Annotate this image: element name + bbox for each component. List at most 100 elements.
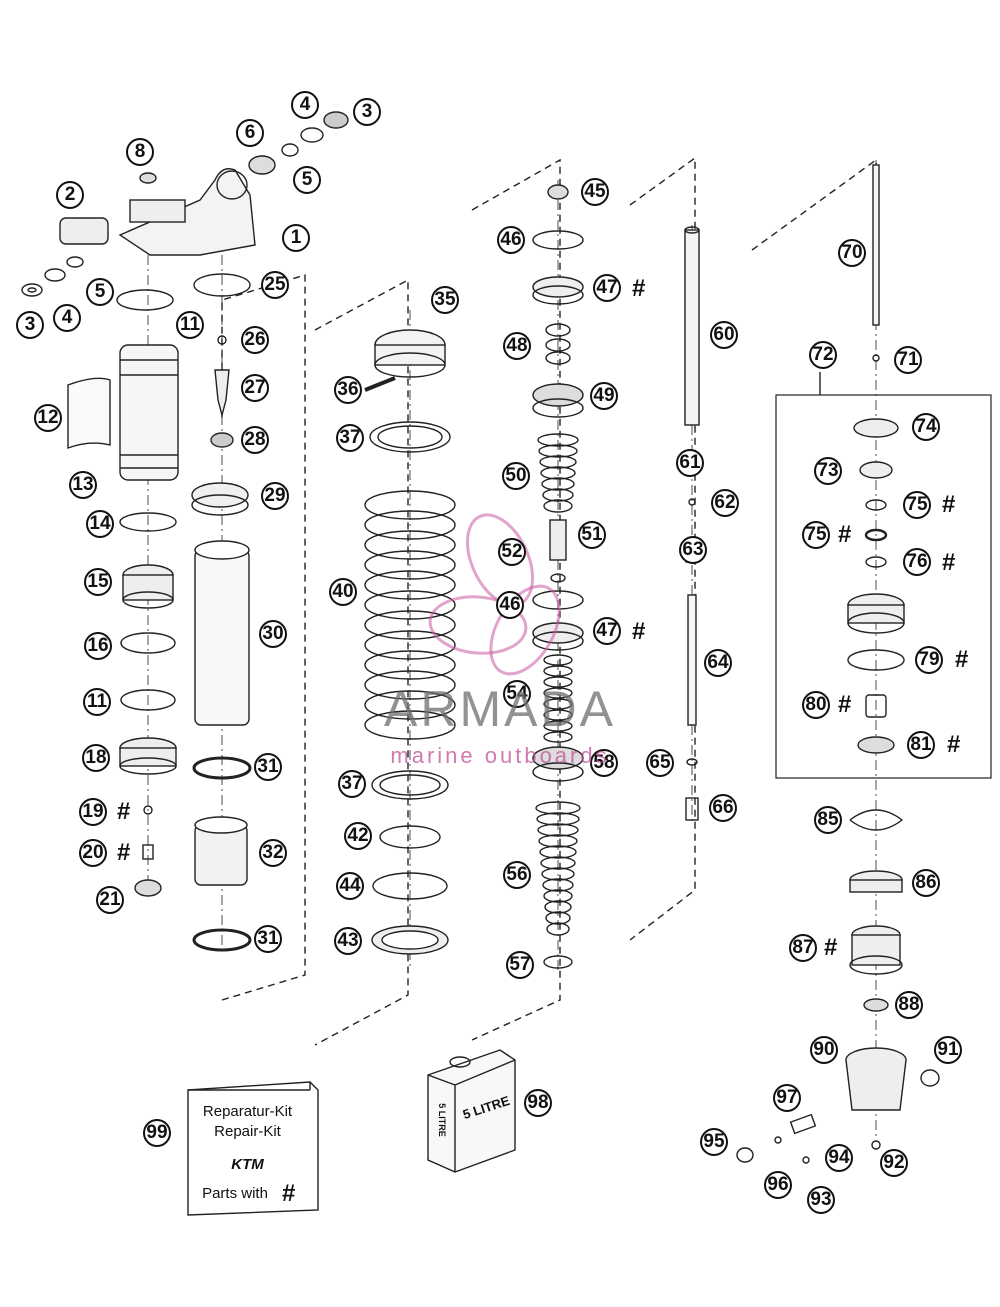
spring-coil xyxy=(364,670,456,700)
part-callout-21: 21 xyxy=(96,886,124,914)
part-callout-81: 81 xyxy=(907,731,935,759)
shim xyxy=(535,801,581,815)
spring-coil xyxy=(364,490,456,520)
spring-coil xyxy=(364,690,456,720)
part-callout-85: 85 xyxy=(814,806,842,834)
part-callout-2: 2 xyxy=(56,181,84,209)
part-callout-6: 6 xyxy=(236,119,264,147)
part-callout-27: 27 xyxy=(241,374,269,402)
shim xyxy=(539,845,577,859)
part-callout-60: 60 xyxy=(710,321,738,349)
shim xyxy=(537,823,579,837)
repair-kit-line2: Repair-Kit xyxy=(214,1123,281,1140)
part-callout-88: 88 xyxy=(895,991,923,1019)
oil-can-side-label: 5 LITRE xyxy=(436,1103,447,1137)
shim xyxy=(543,731,573,743)
part-callout-62: 62 xyxy=(711,489,739,517)
part-callout-64: 64 xyxy=(704,649,732,677)
shim xyxy=(544,900,572,914)
part-callout-63: 63 xyxy=(679,536,707,564)
shim xyxy=(545,911,571,925)
spring-coil xyxy=(364,630,456,660)
part-callout-79: 79 xyxy=(915,646,943,674)
shim xyxy=(543,720,573,732)
part-callout-36: 36 xyxy=(334,376,362,404)
hash-marker: # xyxy=(838,521,852,548)
part-callout-29: 29 xyxy=(261,482,289,510)
part-callout-93: 93 xyxy=(807,1186,835,1214)
part-callout-13: 13 xyxy=(69,471,97,499)
section-frame-spring xyxy=(314,278,409,1046)
hash-marker: # xyxy=(117,839,131,866)
shim xyxy=(543,654,573,666)
part-callout-3: 3 xyxy=(353,98,381,126)
part-callout-98: 98 xyxy=(524,1089,552,1117)
part-callout-76: 76 xyxy=(903,548,931,576)
part-callout-73: 73 xyxy=(814,457,842,485)
part-callout-54: 54 xyxy=(503,680,531,708)
part-callout-86: 86 xyxy=(912,869,940,897)
part-callout-94: 94 xyxy=(825,1144,853,1172)
part-callout-45: 45 xyxy=(581,178,609,206)
shim xyxy=(541,867,575,881)
part-callout-92: 92 xyxy=(880,1149,908,1177)
part-callout-37: 37 xyxy=(338,770,366,798)
part-callout-47: 47 xyxy=(593,274,621,302)
part-callout-15: 15 xyxy=(84,568,112,596)
part-callout-90: 90 xyxy=(810,1036,838,1064)
spring-coil xyxy=(364,570,456,600)
part-callout-75: 75 xyxy=(903,491,931,519)
spring-coil xyxy=(364,610,456,640)
section-frame-middle xyxy=(471,158,561,1041)
part-callout-49: 49 xyxy=(590,382,618,410)
shim xyxy=(537,433,579,447)
part-callout-26: 26 xyxy=(241,326,269,354)
part-callout-95: 95 xyxy=(700,1128,728,1156)
part-callout-42: 42 xyxy=(344,822,372,850)
part-callout-96: 96 xyxy=(764,1171,792,1199)
part-callout-4: 4 xyxy=(291,91,319,119)
part-callout-19: 19 xyxy=(79,798,107,826)
section-frame-rod xyxy=(629,156,696,941)
part-callout-58: 58 xyxy=(590,749,618,777)
part-callout-46: 46 xyxy=(496,591,524,619)
hash-marker: # xyxy=(824,934,838,961)
part-callout-57: 57 xyxy=(506,951,534,979)
watermark-subtitle: marine outboards xyxy=(390,743,610,768)
part-callout-48: 48 xyxy=(503,332,531,360)
part-callout-5: 5 xyxy=(293,166,321,194)
repair-kit-line1: Reparatur-Kit xyxy=(202,1103,293,1120)
shock-body-head xyxy=(118,168,256,256)
hash-marker: # xyxy=(117,798,131,825)
part-callout-71: 71 xyxy=(894,346,922,374)
shim xyxy=(540,856,576,870)
shim xyxy=(543,676,573,688)
part-callout-4: 4 xyxy=(53,304,81,332)
part-callout-72: 72 xyxy=(809,341,837,369)
shim xyxy=(538,834,578,848)
part-callout-8: 8 xyxy=(126,138,154,166)
repair-kit-parts-text: Parts with xyxy=(202,1185,268,1202)
part-callout-46: 46 xyxy=(497,226,525,254)
ktm-logo: KTM xyxy=(231,1156,264,1173)
part-callout-52: 52 xyxy=(498,538,526,566)
part-callout-37: 37 xyxy=(336,424,364,452)
shim xyxy=(543,499,573,513)
part-callout-56: 56 xyxy=(503,861,531,889)
part-callout-5: 5 xyxy=(86,278,114,306)
part-callout-74: 74 xyxy=(912,413,940,441)
part-callout-97: 97 xyxy=(773,1084,801,1112)
part-callout-31: 31 xyxy=(254,925,282,953)
part-callout-28: 28 xyxy=(241,426,269,454)
spring-coil xyxy=(364,710,456,740)
shim xyxy=(546,922,570,936)
part-callout-30: 30 xyxy=(259,620,287,648)
part-callout-44: 44 xyxy=(336,872,364,900)
part-callout-91: 91 xyxy=(934,1036,962,1064)
part-callout-11: 11 xyxy=(176,311,204,339)
shim xyxy=(540,466,576,480)
shim xyxy=(541,477,575,491)
hash-marker: # xyxy=(632,618,646,645)
